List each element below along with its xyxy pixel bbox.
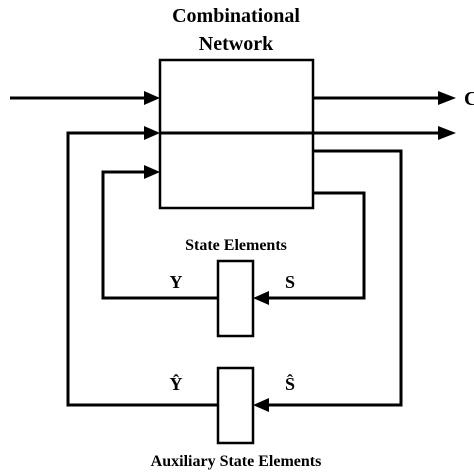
auxiliary-state-elements-box [216, 366, 255, 445]
auxiliary-feedback-wire [66, 131, 218, 407]
diagram-title-line2: Network [199, 33, 274, 55]
state-feedback-wire [101, 170, 218, 300]
y-hat-label: Ŷ [170, 373, 183, 394]
diagram-title-line1: Combinational [172, 5, 300, 27]
auxiliary-feedback-arrowhead [144, 126, 160, 140]
output-label: C [464, 88, 474, 110]
primary-input-arrowhead [144, 91, 160, 105]
state-elements-box [216, 259, 255, 338]
auxiliary-next-state-wire [263, 149, 403, 407]
auxiliary-next-state-arrowhead [253, 398, 269, 412]
second-output-arrowhead [438, 126, 456, 140]
auxiliary-state-elements-label: Auxiliary State Elements [151, 453, 322, 470]
state-feedback-arrowhead [144, 165, 160, 179]
next-state-arrowhead [253, 291, 269, 305]
primary-output-arrowhead [438, 91, 456, 105]
s-label: S [285, 272, 295, 292]
y-label: Y [170, 272, 183, 292]
state-elements-label: State Elements [185, 237, 287, 254]
next-state-wire [263, 191, 366, 300]
s-hat-label: Ŝ [285, 373, 295, 394]
